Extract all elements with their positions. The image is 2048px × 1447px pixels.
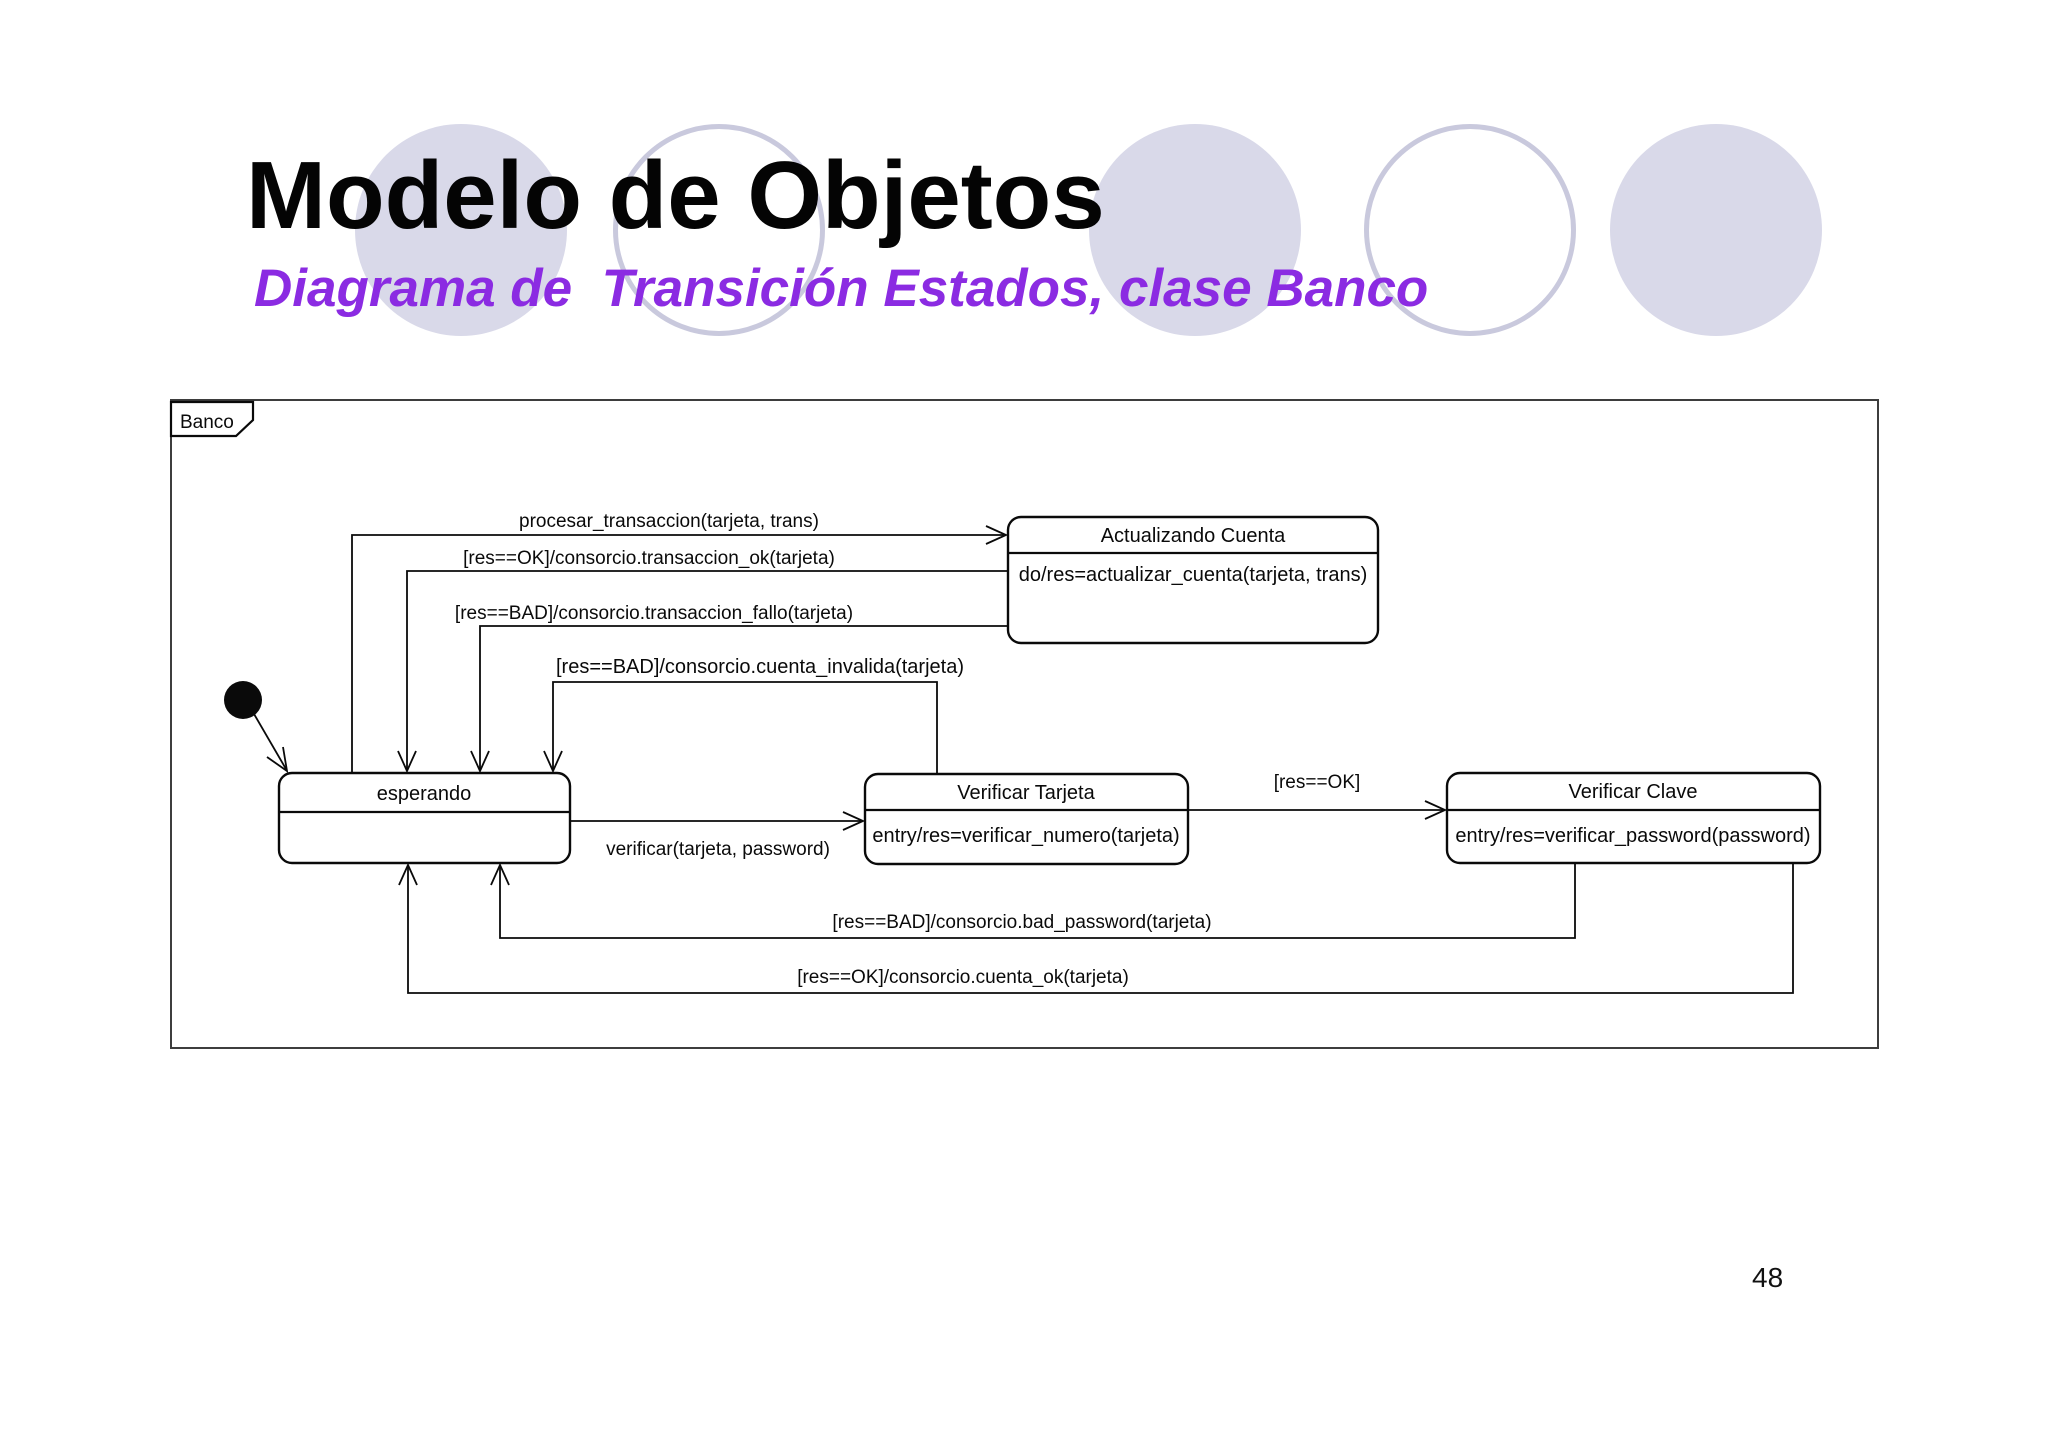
arrowhead-icon	[842, 811, 866, 831]
decorative-circle-filled	[1089, 124, 1301, 336]
transition-cuenta-ok-line	[407, 863, 1794, 994]
arrowhead-icon	[266, 746, 289, 773]
decorative-circle-filled	[355, 124, 567, 336]
arrowhead-icon	[490, 862, 510, 886]
transition-transaccion-fallo-label: [res==BAD]/consorcio.transaccion_fallo(t…	[455, 603, 853, 624]
transition-transaccion-ok-label: [res==OK]/consorcio.transaccion_ok(tarje…	[463, 548, 835, 569]
state-verificar-clave-name: Verificar Clave	[1569, 781, 1698, 803]
state-verificar-clave: Verificar Clave entry/res=verificar_pass…	[1445, 771, 1822, 865]
arrowhead-icon	[1424, 800, 1448, 820]
state-verificar-clave-activity: entry/res=verificar_password(password)	[1455, 825, 1810, 847]
state-actualizando-cuenta: Actualizando Cuenta do/res=actualizar_cu…	[1006, 515, 1380, 645]
arrowhead-icon	[470, 750, 490, 774]
state-verificar-tarjeta-name: Verificar Tarjeta	[957, 782, 1095, 804]
arrowhead-icon	[543, 750, 563, 774]
uml-frame-tab	[169, 400, 255, 438]
transition-cuenta-invalida-label: [res==BAD]/consorcio.cuenta_invalida(tar…	[556, 656, 964, 678]
arrowhead-icon	[985, 525, 1009, 545]
arrowhead-icon	[398, 862, 418, 886]
state-verificar-tarjeta-activity: entry/res=verificar_numero(tarjeta)	[872, 825, 1179, 847]
state-esperando: esperando	[277, 771, 572, 865]
state-actualizando-cuenta-name: Actualizando Cuenta	[1101, 525, 1286, 547]
initial-state-dot	[224, 681, 262, 719]
slide-title: Modelo de Objetos	[246, 142, 1105, 249]
decorative-circle-filled	[1610, 124, 1822, 336]
transition-transaccion-ok-line	[406, 570, 1008, 770]
transition-bad-password-label: [res==BAD]/consorcio.bad_password(tarjet…	[832, 912, 1211, 933]
initial-transition-line	[253, 713, 287, 770]
transition-bad-password-line	[499, 863, 1576, 939]
state-verificar-tarjeta: Verificar Tarjeta entry/res=verificar_nu…	[863, 772, 1190, 866]
state-esperando-name: esperando	[377, 783, 472, 805]
transition-procesar-line	[351, 534, 1005, 773]
decorative-circle-outline	[613, 124, 825, 336]
decorative-circle-outline	[1364, 124, 1576, 336]
transition-res-ok-label: [res==OK]	[1274, 772, 1361, 793]
slide-subtitle: Diagrama de Transición Estados, clase Ba…	[254, 259, 1429, 318]
transition-procesar-label: procesar_transaccion(tarjeta, trans)	[519, 511, 819, 532]
transition-transaccion-fallo-line	[479, 625, 1008, 770]
state-actualizando-cuenta-activity: do/res=actualizar_cuenta(tarjeta, trans)	[1019, 564, 1368, 586]
uml-frame-border	[170, 399, 1879, 1049]
uml-frame-label: Banco	[180, 412, 234, 433]
transition-verificar-label: verificar(tarjeta, password)	[606, 839, 830, 860]
transition-cuenta-invalida-line	[552, 681, 938, 774]
transition-cuenta-ok-label: [res==OK]/consorcio.cuenta_ok(tarjeta)	[797, 967, 1129, 988]
arrowhead-icon	[397, 750, 417, 774]
page-number: 48	[1752, 1262, 1784, 1293]
